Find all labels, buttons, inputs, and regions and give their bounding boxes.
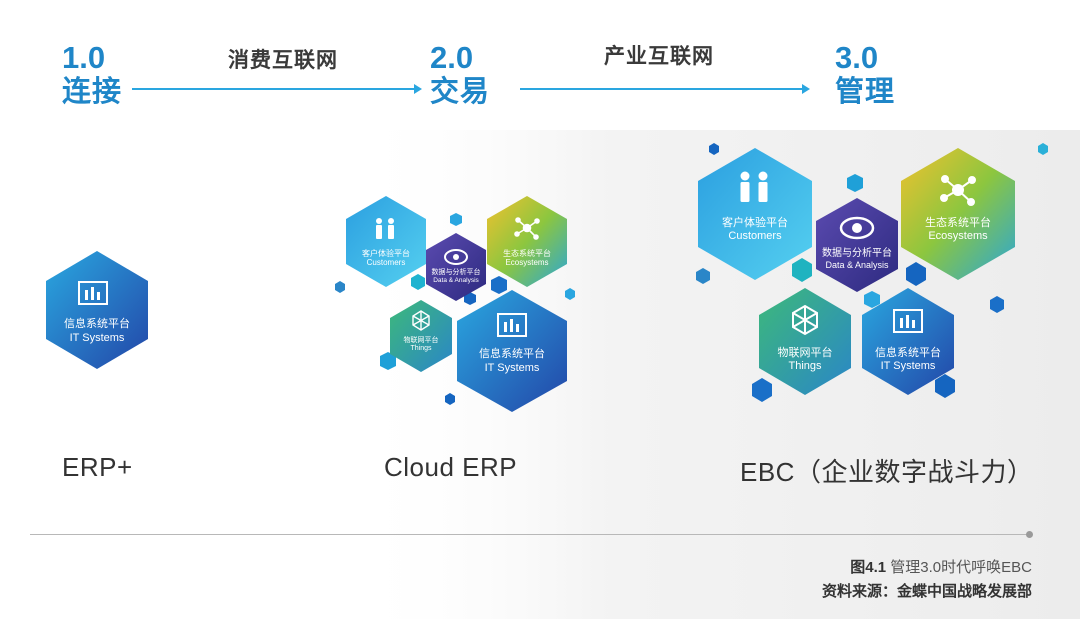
stage-2-name: 交易 — [430, 76, 491, 108]
transition-label-consumer: 消费互联网 — [228, 49, 338, 72]
system-label-ebc: EBC（企业数字战斗力） — [740, 457, 1034, 487]
hex-things-zh: 物联网平台 — [404, 335, 439, 344]
transition-label-industrial: 产业互联网 — [604, 45, 714, 68]
chart-icon — [497, 313, 527, 337]
hex-it-en: IT Systems — [70, 332, 125, 344]
hex-things-stage3: 物联网平台 Things — [759, 288, 851, 395]
hex-eco-en: Ecosystems — [928, 230, 988, 242]
hex-it-zh: 信息系统平台 — [479, 346, 545, 360]
stage-1-name: 连接 — [62, 76, 123, 108]
hex-customers-stage2: 客户体验平台 Customers — [346, 196, 426, 287]
system-label-cloud-erp: Cloud ERP — [384, 452, 518, 482]
figure-number: 图4.1 — [850, 559, 887, 576]
hex-data-stage3: 数据与分析平台 Data & Analysis — [816, 198, 898, 292]
hex-it-en: IT Systems — [485, 362, 540, 374]
hex-data-en: Data & Analysis — [825, 260, 889, 270]
network-icon — [940, 175, 976, 206]
arrow-1-to-2 — [132, 84, 422, 94]
system-label-erp-plus: ERP+ — [62, 452, 133, 482]
people-icon — [376, 218, 394, 239]
figure-caption: 图4.1 管理3.0时代呼唤EBC — [850, 556, 1032, 577]
hex-it-zh: 信息系统平台 — [875, 345, 941, 359]
stage-3-name: 管理 — [835, 76, 896, 108]
iot-icon — [412, 310, 430, 331]
hex-customers-stage3: 客户体验平台 Customers — [698, 148, 812, 280]
hex-data-zh: 数据与分析平台 — [822, 246, 892, 259]
hex-it-systems-stage3: 信息系统平台 IT Systems — [862, 288, 954, 395]
hex-things-stage2: 物联网平台 Things — [390, 300, 452, 372]
hex-data-zh: 数据与分析平台 — [432, 267, 481, 276]
hex-eco-zh: 生态系统平台 — [925, 215, 991, 229]
chart-icon — [78, 281, 108, 305]
hex-customers-zh: 客户体验平台 — [362, 248, 410, 258]
hex-customers-en: Customers — [728, 230, 782, 242]
stage-3-number: 3.0 — [835, 40, 879, 75]
timeline-line — [30, 534, 1030, 535]
source-caption: 资料来源：金蝶中国战略发展部 — [822, 580, 1032, 601]
timeline-end-dot — [1026, 531, 1033, 538]
hex-customers-en: Customers — [367, 258, 406, 267]
hex-things-en: Things — [788, 360, 822, 372]
source-text: 金蝶中国战略发展部 — [896, 583, 1032, 600]
hex-it-systems-stage1: 信息系统平台 IT Systems — [46, 251, 148, 369]
hex-eco-stage2: 生态系统平台 Ecosystems — [487, 196, 567, 287]
hex-things-en: Things — [410, 345, 432, 352]
decor-cubes-stage3 — [696, 143, 1048, 402]
hex-eco-en: Ecosystems — [505, 258, 548, 267]
hex-it-en: IT Systems — [881, 360, 936, 372]
hex-it-zh: 信息系统平台 — [64, 316, 130, 330]
iot-icon — [792, 304, 818, 336]
hex-data-en: Data & Analysis — [433, 277, 479, 284]
source-label: 资料来源： — [821, 583, 897, 600]
hex-eco-zh: 生态系统平台 — [503, 248, 551, 258]
hex-data-stage2: 数据与分析平台 Data & Analysis — [426, 233, 486, 301]
eye-icon — [444, 249, 468, 265]
hex-customers-zh: 客户体验平台 — [722, 215, 788, 229]
stage-1-number: 1.0 — [62, 40, 106, 75]
hex-it-systems-stage2: 信息系统平台 IT Systems — [457, 290, 567, 412]
decor-cubes-stage2 — [335, 213, 575, 405]
eye-icon — [839, 216, 875, 240]
network-icon — [514, 217, 540, 240]
stage-2-number: 2.0 — [430, 40, 474, 75]
hex-things-zh: 物联网平台 — [778, 345, 833, 359]
arrow-2-to-3 — [520, 84, 810, 94]
figure-title: 管理3.0时代呼唤EBC — [886, 559, 1032, 576]
chart-icon — [893, 309, 923, 333]
people-icon — [740, 171, 768, 202]
hex-eco-stage3: 生态系统平台 Ecosystems — [901, 148, 1015, 280]
